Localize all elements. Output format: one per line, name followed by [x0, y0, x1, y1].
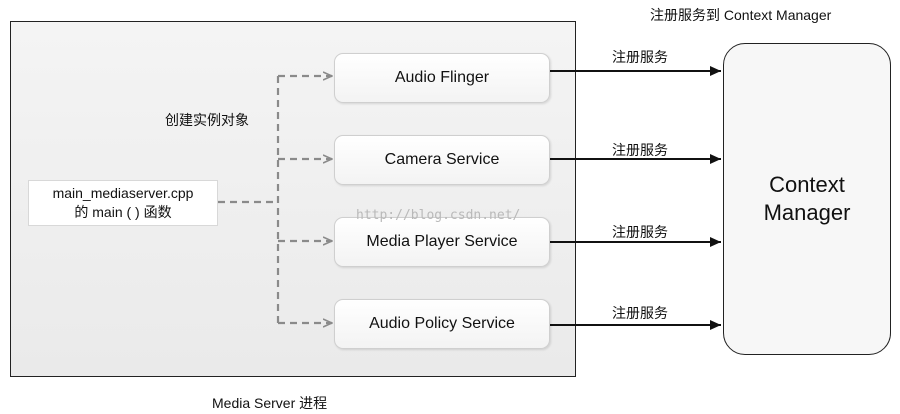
bottom-caption: Media Server 进程: [212, 395, 328, 411]
main-function-box: main_mediaserver.cpp 的 main ( ) 函数: [28, 180, 218, 226]
watermark-text: http://blog.csdn.net/: [356, 208, 521, 223]
audio-flinger-label: Audio Flinger: [394, 69, 490, 86]
create-instance-label: 创建实例对象: [165, 112, 249, 128]
audio-flinger-box: Audio Flinger: [334, 53, 550, 103]
audio-policy-service-label: Audio Policy Service: [369, 315, 515, 332]
register-label-1: 注册服务: [612, 49, 668, 65]
register-label-4: 注册服务: [612, 305, 668, 321]
register-label-2: 注册服务: [612, 142, 668, 158]
main-box-line2: 的 main ( ) 函数: [74, 204, 172, 220]
camera-service-box: Camera Service: [334, 135, 550, 185]
context-manager-line2: Manager: [763, 200, 851, 225]
media-player-service-label: Media Player Service: [366, 233, 518, 250]
register-label-3: 注册服务: [612, 224, 668, 240]
camera-service-label: Camera Service: [384, 151, 500, 168]
top-caption: 注册服务到 Context Manager: [650, 7, 832, 23]
main-box-line1: main_mediaserver.cpp: [52, 185, 194, 201]
audio-policy-service-box: Audio Policy Service: [334, 299, 550, 349]
context-manager-line1: Context: [769, 172, 845, 197]
context-manager-box: Context Manager: [723, 43, 891, 355]
media-player-service-box: Media Player Service: [334, 217, 550, 267]
